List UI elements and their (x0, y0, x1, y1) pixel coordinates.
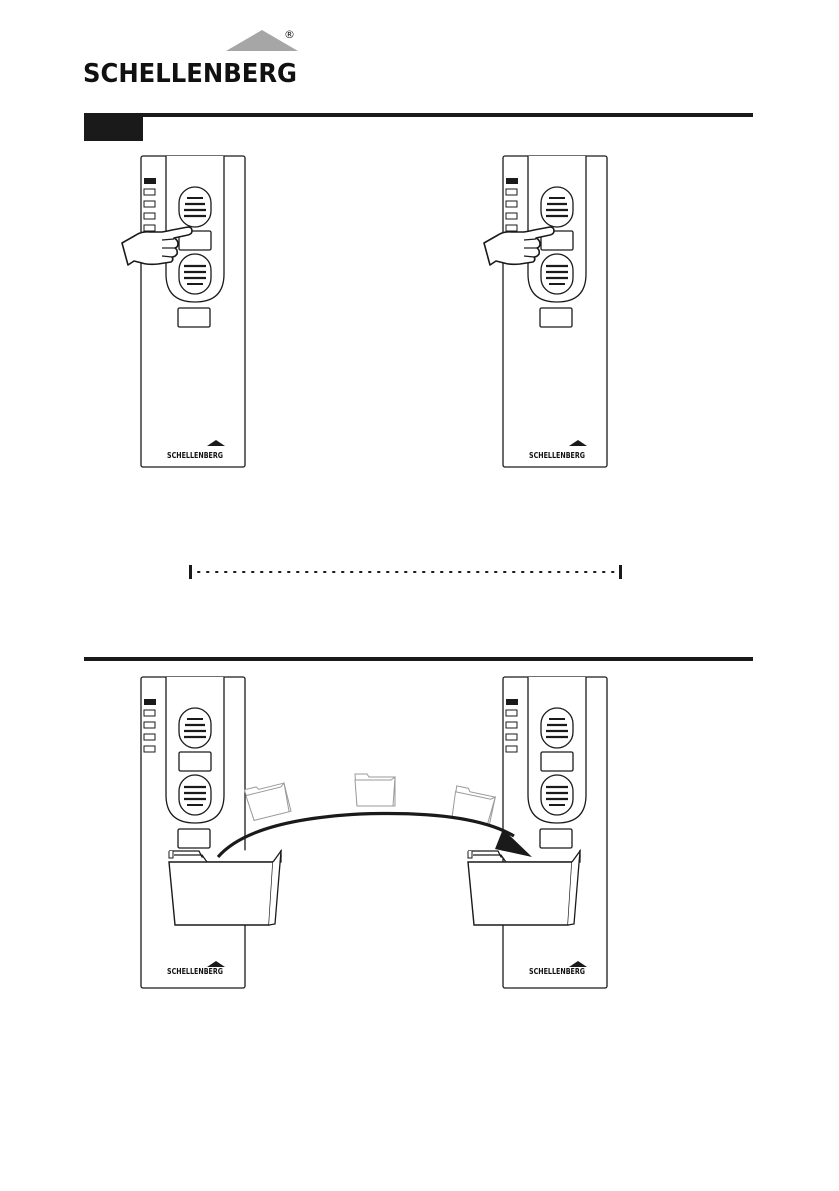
section-rule-2 (84, 657, 753, 661)
remote-brand-label: SCHELLENBERG (529, 967, 585, 976)
section-rule (84, 113, 753, 117)
remote-control-left-top: SCHELLENBERG (141, 156, 245, 467)
folder-icon-destination (468, 850, 580, 925)
remote-control-right-top: SCHELLENBERG (503, 156, 607, 467)
folder-icon-ghost-2 (355, 774, 395, 806)
remote-brand-label: SCHELLENBERG (529, 451, 585, 460)
registered-mark: ® (284, 28, 295, 41)
folder-icon-ghost-1 (244, 780, 291, 821)
section-tab-block (84, 113, 143, 141)
schellenberg-logo: SCHELLENBERG ® (83, 28, 298, 89)
distance-end-cap-right (619, 565, 622, 579)
brand-name: SCHELLENBERG (83, 59, 297, 89)
remote-control-right-bottom: SCHELLENBERG (503, 677, 607, 988)
remote-brand-label: SCHELLENBERG (167, 967, 223, 976)
distance-end-cap-left (189, 565, 192, 579)
remote-brand-label: SCHELLENBERG (167, 451, 223, 460)
dotted-distance-icon (189, 565, 622, 579)
section-header-1 (84, 113, 753, 141)
remote-control-left-bottom: SCHELLENBERG (141, 677, 245, 988)
